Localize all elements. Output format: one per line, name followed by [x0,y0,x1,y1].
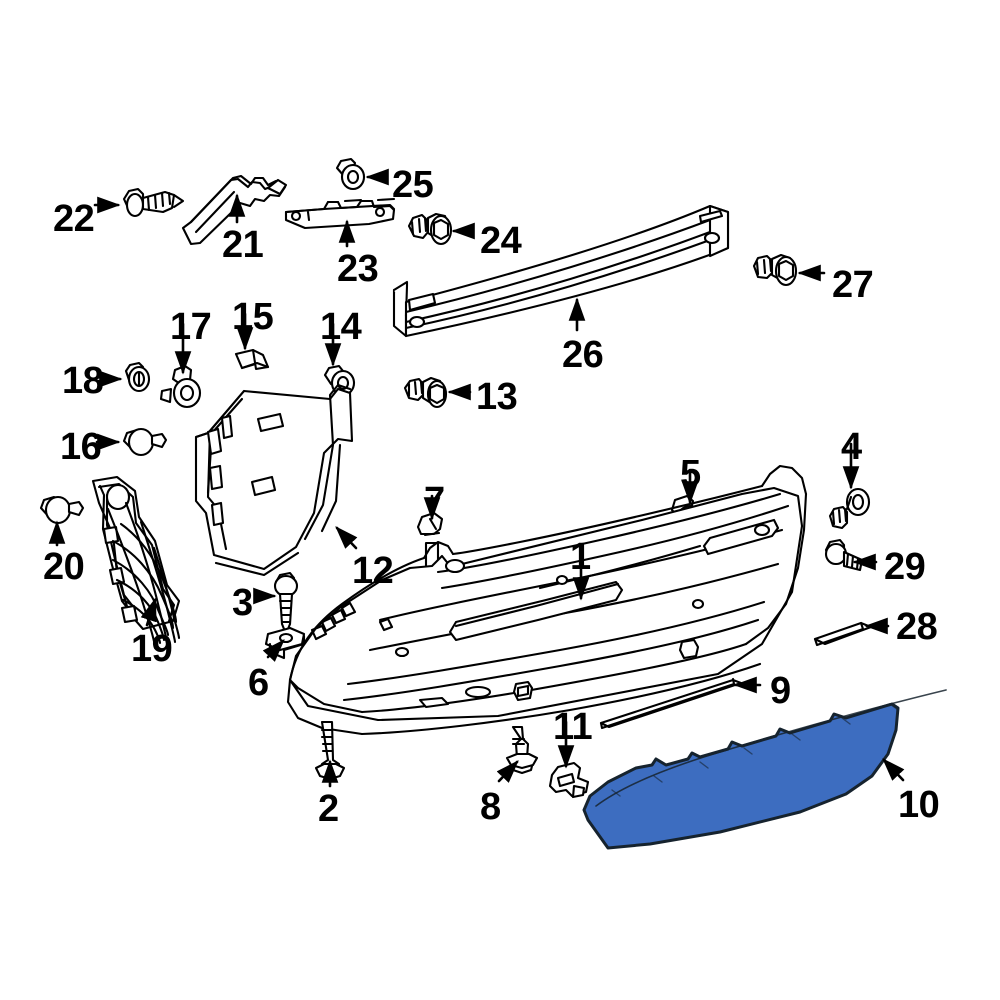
callout-28[interactable]: 28 [896,606,938,648]
callout-4[interactable]: 4 [841,426,862,468]
callout-17[interactable]: 17 [170,306,212,348]
callout-11[interactable]: 11 [553,706,593,748]
part-13-screw-flange-hex-small [403,376,448,409]
part-29-bolt-side-bracket [824,538,864,572]
callout-25[interactable]: 25 [392,164,434,206]
part-1-rear-bumper-cover [286,464,808,736]
part-17-retainer-grommet [159,364,202,409]
callout-14[interactable]: 14 [320,306,362,348]
callout-15[interactable]: 15 [232,296,274,338]
part-24-bolt-hex-flange [407,212,453,246]
callout-26[interactable]: 26 [562,334,604,376]
callout-19[interactable]: 19 [131,628,173,670]
callout-29[interactable]: 29 [884,546,926,588]
callout-9[interactable]: 9 [770,670,791,712]
part-27-bolt-reinforcement [752,253,798,287]
part-10-rear-bumper-lower-valance [582,689,947,850]
callout-18[interactable]: 18 [62,360,104,402]
part-26-bumper-reinforcement-beam [392,204,730,338]
callout-12[interactable]: 12 [352,550,394,592]
callout-2[interactable]: 2 [318,788,339,830]
callout-10[interactable]: 10 [898,784,940,826]
part-12-bumper-side-retainer-panel [194,383,354,577]
callout-21[interactable]: 21 [222,224,264,266]
part-22-screw-hex-flange-upper [122,187,185,218]
callout-23[interactable]: 23 [337,248,379,290]
part-25-grommet-upper [335,157,366,191]
part-28-side-filler-strip [813,621,873,647]
callout-22[interactable]: 22 [53,198,95,240]
part-16-push-clip-round [122,427,168,457]
callout-13[interactable]: 13 [476,376,518,418]
callout-8[interactable]: 8 [480,786,501,828]
callout-16[interactable]: 16 [60,426,102,468]
callout-27[interactable]: 27 [832,264,874,306]
callout-7[interactable]: 7 [424,480,445,522]
callout-5[interactable]: 5 [680,453,701,495]
callout-1[interactable]: 1 [570,536,591,578]
part-18-grommet-washer [124,361,151,393]
part-3-screw-flange-hex [273,571,299,636]
part-15-clip-square [234,348,270,371]
part-20-push-clip-left [39,495,85,525]
callout-3[interactable]: 3 [232,582,253,624]
callout-6[interactable]: 6 [248,662,269,704]
leader-lines [48,168,905,788]
part-11-bracket-clip [548,761,590,799]
part-19-splash-shield-mesh [91,475,181,650]
callout-20[interactable]: 20 [43,546,85,588]
callout-24[interactable]: 24 [480,220,522,262]
part-4-screw-washer-head [828,487,871,530]
part-23-side-retainer-arm [284,197,396,230]
